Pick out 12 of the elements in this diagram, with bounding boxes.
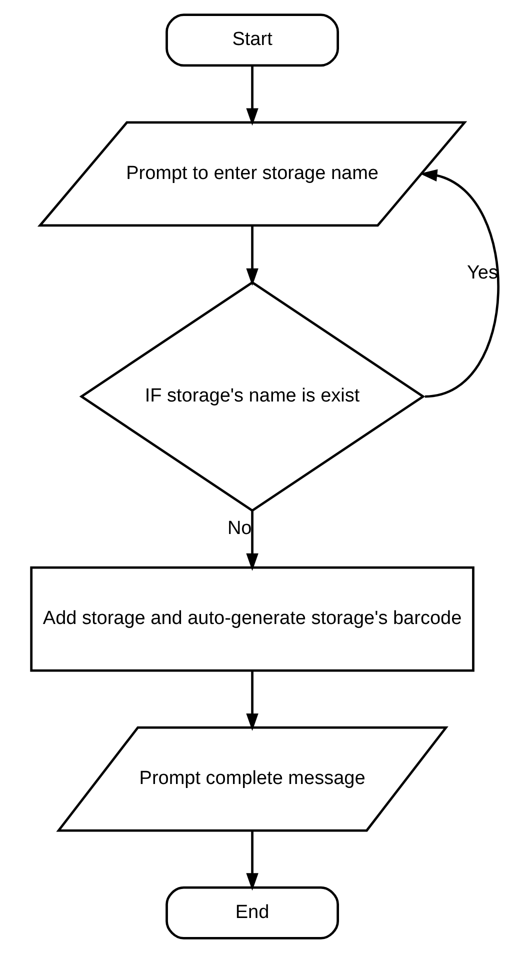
arrow [246, 830, 258, 891]
node-diamond: IF storage's name is exist [79, 281, 426, 512]
arrow [246, 66, 258, 126]
arrow [246, 670, 258, 731]
edge-label: No [227, 518, 252, 539]
node-box: End [166, 886, 339, 940]
arrow [246, 511, 258, 571]
node-box: Add storage and auto-generate storage's barcode [30, 566, 474, 672]
edge-label: Yes [466, 262, 498, 284]
node-box: Start [166, 14, 339, 67]
arrow [246, 226, 258, 286]
arrow [420, 169, 500, 398]
